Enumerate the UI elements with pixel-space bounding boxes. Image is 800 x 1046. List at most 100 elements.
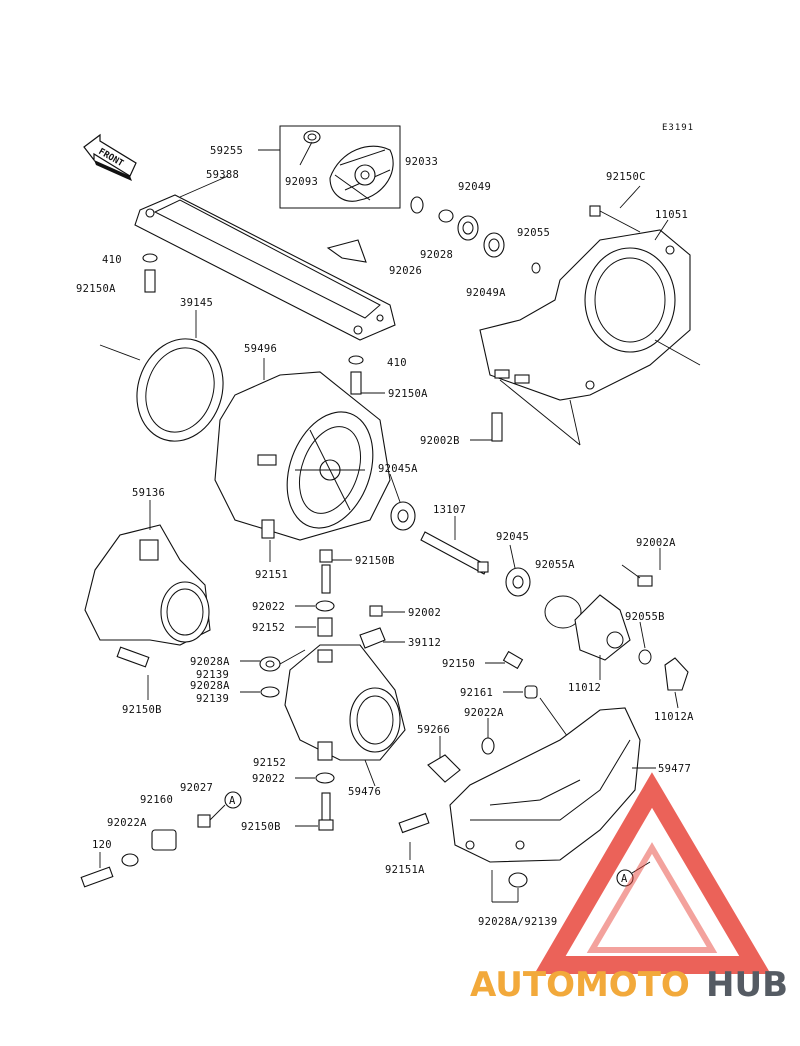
cover-11012 xyxy=(574,594,631,661)
label-92150c: 92150C xyxy=(606,171,646,183)
label-92028a-92139: 92028A/92139 xyxy=(478,916,557,928)
label-59266: 59266 xyxy=(417,724,450,736)
collar-92152-a xyxy=(317,617,333,637)
washer-92139-2 xyxy=(260,686,280,698)
label-92093: 92093 xyxy=(285,176,318,188)
bolt-92150b-nozzle xyxy=(116,646,150,668)
label-92027: 92027 xyxy=(180,782,213,794)
washer-92028a-92139 xyxy=(508,872,528,888)
cap-11012a xyxy=(664,657,689,691)
label-92150b-c: 92150B xyxy=(241,821,281,833)
bolt-92150c xyxy=(589,205,601,217)
bolt-92002b xyxy=(491,412,503,442)
label-39145: 39145 xyxy=(180,297,213,309)
cap-92026 xyxy=(326,239,367,263)
watermark-text-auto: AUTOMOTO xyxy=(470,965,690,1005)
label-92160: 92160 xyxy=(140,794,173,806)
label-59255: 59255 xyxy=(210,145,243,157)
label-11012: 11012 xyxy=(568,682,601,694)
label-11012a: 11012A xyxy=(654,711,694,723)
oring-92055b xyxy=(638,649,652,665)
washer-410-a xyxy=(142,253,158,263)
housing-11051 xyxy=(479,229,691,401)
valve-59266 xyxy=(427,754,461,783)
bolt-92150b-center xyxy=(319,549,333,563)
label-92022-b: 92022 xyxy=(252,773,285,785)
label-92028a-1: 92028A xyxy=(190,656,230,668)
washer-92028 xyxy=(438,209,454,223)
reverse-bucket-59476 xyxy=(284,644,406,761)
label-410-b: 410 xyxy=(387,357,407,369)
label-92045a: 92045A xyxy=(378,463,418,475)
bolt-120 xyxy=(80,866,114,888)
washer-92022a-b xyxy=(121,853,139,867)
plug-92161 xyxy=(524,685,538,699)
label-92022-a: 92022 xyxy=(252,601,285,613)
washer-92028a-1 xyxy=(259,656,281,672)
washer-92022a-a xyxy=(481,737,495,755)
oring-92055 xyxy=(531,262,541,274)
label-92161: 92161 xyxy=(460,687,493,699)
bearing-92049 xyxy=(457,215,479,241)
clip-39112 xyxy=(359,627,386,649)
label-92150a-a: 92150A xyxy=(76,283,116,295)
label-92026: 92026 xyxy=(389,265,422,277)
front-arrow-icon: FRONT xyxy=(83,133,137,181)
label-39112: 39112 xyxy=(408,637,441,649)
bearing-92045a xyxy=(390,501,416,531)
ring-92033 xyxy=(410,196,424,214)
label-92002a: 92002A xyxy=(636,537,676,549)
label-92022a-a: 92022A xyxy=(464,707,504,719)
bushing-92160 xyxy=(151,829,177,851)
label-59476: 59476 xyxy=(348,786,381,798)
bearing-92045 xyxy=(505,567,531,597)
label-59136: 59136 xyxy=(132,487,165,499)
watermark-text-hub: HUB xyxy=(706,965,788,1005)
label-92150: 92150 xyxy=(442,658,475,670)
washer-92022-b xyxy=(315,772,335,784)
label-92150a-b: 92150A xyxy=(388,388,428,400)
label-59477: 59477 xyxy=(658,763,691,775)
callout-a-left-label: A xyxy=(229,795,236,807)
label-92139-1: 92139 xyxy=(196,669,229,681)
bolt-92151 xyxy=(261,519,275,539)
collar-92152-b xyxy=(317,741,333,761)
label-92049: 92049 xyxy=(458,181,491,193)
label-92152-b: 92152 xyxy=(253,757,286,769)
label-92152-a: 92152 xyxy=(252,622,285,634)
oring-92055a xyxy=(544,595,582,629)
label-13107: 13107 xyxy=(433,504,466,516)
label-92150b-a: 92150B xyxy=(355,555,395,567)
label-92055a: 92055A xyxy=(535,559,575,571)
label-92002b: 92002B xyxy=(420,435,460,447)
label-59496: 59496 xyxy=(244,343,277,355)
label-11051: 11051 xyxy=(655,209,688,221)
bolt-92150b-lower xyxy=(321,792,331,822)
pump-housing-59496 xyxy=(214,371,391,541)
label-92049a: 92049A xyxy=(466,287,506,299)
fitting-92150 xyxy=(502,650,524,670)
bolt-92002a xyxy=(637,575,653,587)
bolt-92151a xyxy=(398,812,430,834)
washer-92022-a xyxy=(315,600,335,612)
label-92150b-b: 92150B xyxy=(122,704,162,716)
watermark-logo xyxy=(534,772,771,974)
label-92022a-b: 92022A xyxy=(107,817,147,829)
label-410-a: 410 xyxy=(102,254,122,266)
label-92028a-2: 92028A xyxy=(190,680,230,692)
label-92045: 92045 xyxy=(496,531,529,543)
label-92151a: 92151A xyxy=(385,864,425,876)
label-92055: 92055 xyxy=(517,227,550,239)
label-92139-2: 92139 xyxy=(196,693,229,705)
ride-plate-59477 xyxy=(449,707,641,863)
callout-a-right-label: A xyxy=(621,873,628,885)
mount-plate xyxy=(134,194,396,341)
label-92033: 92033 xyxy=(405,156,438,168)
shaft-13107 xyxy=(420,531,489,575)
ring-39145 xyxy=(136,338,224,442)
nozzle-59136 xyxy=(84,524,211,646)
washer-410-b xyxy=(348,355,364,365)
diagram-code: E3191 xyxy=(662,123,694,133)
bolt-92150a-a xyxy=(144,269,156,293)
